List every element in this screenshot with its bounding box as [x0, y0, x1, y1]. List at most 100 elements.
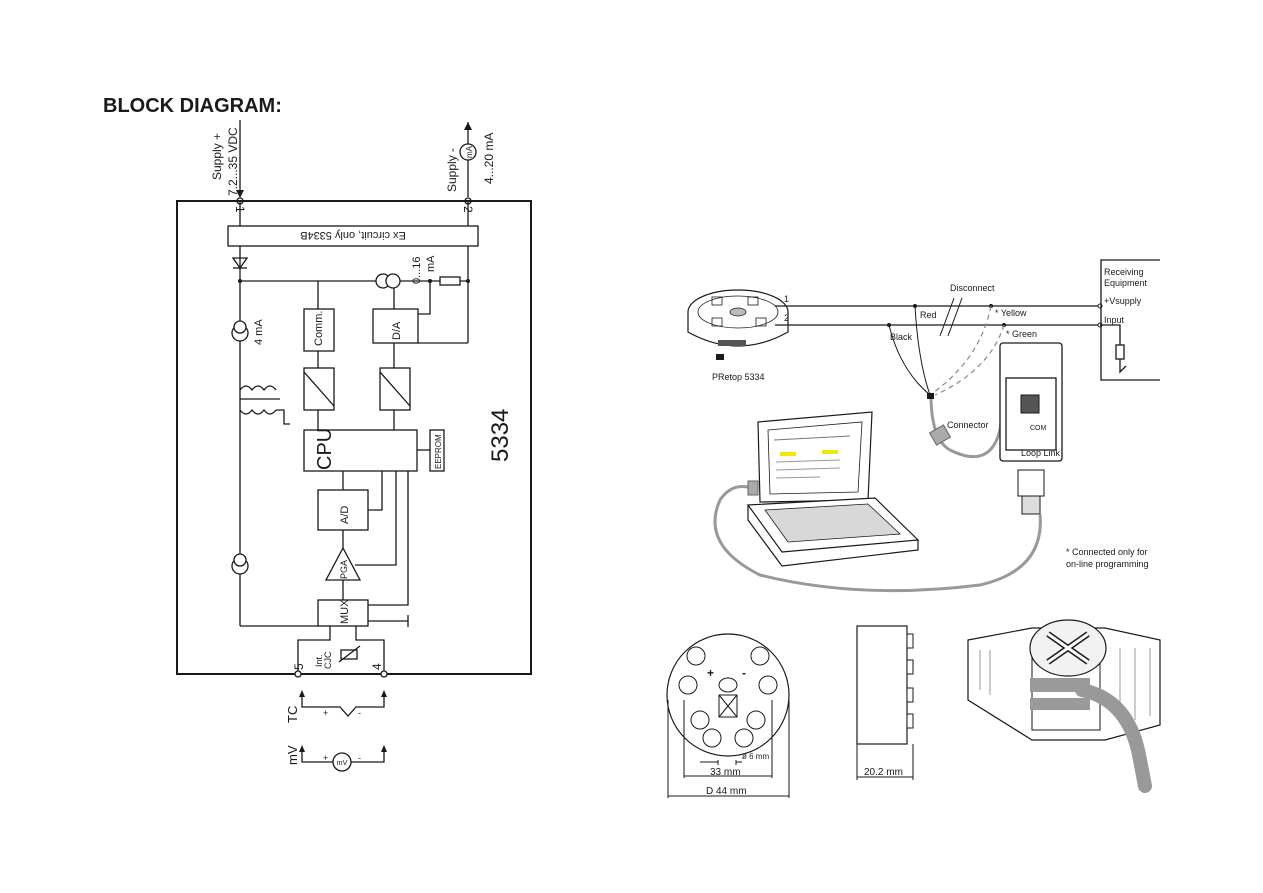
isolator-da-icon	[379, 367, 411, 411]
serial-cable	[713, 485, 1042, 593]
block-diagram-title: BLOCK DIAGRAM:	[103, 95, 282, 117]
4ma-source-icon	[233, 320, 247, 334]
mv-minus-label: -	[358, 753, 361, 763]
eeprom-block	[429, 429, 445, 472]
wire	[1100, 324, 1121, 345]
current-source-icon	[385, 273, 401, 289]
transformer-coil-icon	[239, 408, 277, 415]
footnote-line-1: * Connected only for	[1066, 547, 1148, 557]
com-label: COM	[1030, 425, 1047, 432]
supply-plus-label: Supply +	[210, 133, 224, 180]
svg-text:4...20 mA: 4...20 mA	[482, 133, 496, 184]
laptop-illustration	[746, 411, 920, 567]
dim-20-2mm-label: 20.2 mm	[864, 767, 903, 778]
com-port-icon	[1020, 394, 1040, 414]
ma-meter-label: mA	[465, 145, 474, 158]
supply-plus-arrow	[236, 190, 244, 198]
svg-text:7.2...35 VDC: 7.2...35 VDC	[226, 127, 240, 196]
wire	[914, 305, 931, 396]
wire	[355, 626, 385, 674]
thermocouple-icon	[301, 693, 385, 717]
side-view-drawing	[856, 625, 914, 745]
wire-2-label: 2	[784, 313, 789, 323]
cjc-label: CJC	[323, 651, 333, 669]
diode-icon	[231, 257, 249, 270]
shunt-resistor-icon	[439, 276, 461, 286]
wire	[301, 748, 333, 763]
mv-source-icon	[332, 752, 352, 772]
d6mm-label: ø 6 mm	[742, 752, 769, 761]
terminal-4-icon	[380, 670, 388, 678]
da-label: D/A	[391, 321, 403, 340]
green-wire-label: * Green	[1006, 329, 1037, 339]
eeprom-label: EEPROM	[434, 434, 443, 469]
input-resistor-icon	[1115, 344, 1125, 360]
comm-block	[303, 308, 335, 352]
svg-text:Supply +: Supply +	[210, 133, 224, 180]
db9-connector-icon	[1021, 495, 1041, 515]
bottom-current-source-icon	[233, 553, 247, 567]
wire	[418, 281, 431, 315]
ad-label: A/D	[339, 506, 351, 524]
looplink-panel	[1005, 377, 1057, 451]
supply-minus-range-label: 4...20 mA	[482, 133, 496, 184]
ad-block	[317, 489, 369, 531]
wire	[368, 471, 409, 606]
mv-plus-label: +	[323, 753, 328, 763]
supply-minus-label: Supply -	[445, 148, 459, 192]
disconnect-mark	[939, 297, 955, 337]
ex-circuit-label: Ex circuit, only 5334B	[300, 229, 406, 241]
mv-label: mV	[285, 745, 300, 765]
wire	[338, 645, 361, 663]
wire-1-label: 1	[784, 294, 789, 304]
black-wire-label: Black	[890, 332, 913, 342]
supply-plus-range-label: 7.2...35 VDC	[226, 127, 240, 196]
wire	[303, 371, 335, 407]
terminal-5-label: 5	[292, 663, 306, 670]
top-view-minus-label: -	[742, 666, 746, 680]
transformer-coil-icon	[239, 385, 277, 392]
dim-d44mm-label: D 44 mm	[706, 786, 747, 797]
cable-closeup	[1075, 683, 1152, 793]
tc-label: TC	[285, 706, 300, 723]
yellow-wire-label: * Yellow	[995, 308, 1027, 318]
terminal-5-icon	[294, 670, 302, 678]
cpu-label: CPU	[314, 428, 336, 470]
ma-meter-icon	[459, 143, 477, 161]
top-view-drawing	[666, 633, 790, 757]
disconnect-label: Disconnect	[950, 283, 995, 293]
wire	[1119, 359, 1127, 374]
wire	[368, 471, 383, 511]
wire	[379, 371, 411, 407]
comm-label: Comm.	[313, 311, 325, 346]
four-ma-label: 4 mA	[253, 319, 265, 345]
wire	[355, 471, 397, 566]
arrow	[299, 745, 305, 752]
connector-label: Connector	[947, 420, 989, 430]
dim-33mm-label: 33 mm	[710, 767, 741, 778]
pga-label: PGA	[339, 560, 349, 579]
disconnect-mark	[947, 297, 963, 337]
input-label: Input	[1104, 315, 1125, 325]
connector-plug-icon	[927, 393, 934, 399]
mv-source-label: mV	[337, 760, 348, 767]
db9-connector-icon	[1017, 469, 1045, 497]
model-number-label: 5334	[487, 409, 514, 462]
svg-text:Supply -: Supply -	[445, 148, 459, 192]
receiving-equipment-line-1: Receiving	[1104, 267, 1144, 277]
supply-minus-arrow	[464, 122, 472, 130]
mux-label: MUX	[339, 599, 351, 624]
wire	[297, 626, 331, 674]
int-label: Int.	[314, 654, 324, 667]
arrow	[381, 690, 387, 697]
arrow	[299, 690, 305, 697]
connector-icon	[928, 424, 952, 446]
terminal-4-label: 4	[370, 663, 384, 670]
tc-plus-label: +	[323, 708, 328, 718]
pretop-label: PRetop 5334	[712, 372, 765, 382]
transmitter-enclosure	[176, 200, 532, 675]
arrow	[381, 745, 387, 752]
mux-block	[317, 599, 369, 627]
